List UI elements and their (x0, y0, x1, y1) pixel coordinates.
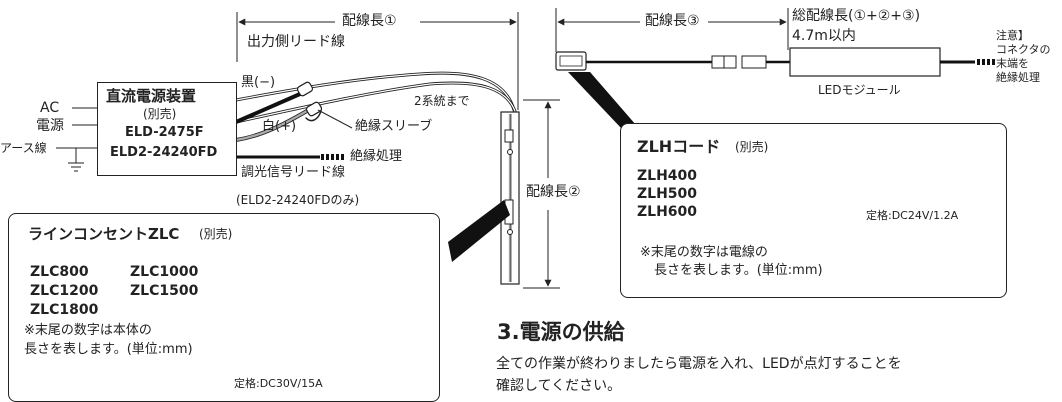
black-wire-label: 黒(−) (241, 75, 276, 90)
white-wire-label: 白(+) (262, 119, 297, 134)
caution-line-3: 絶縁処理 (996, 71, 1040, 84)
power-unit-model-1: ELD-2475F (125, 125, 204, 140)
dimension-line-2 (523, 99, 560, 289)
zlc-model-5: ZLC1800 (30, 302, 99, 318)
zlh-model-3: ZLH600 (637, 204, 698, 220)
zlc-rating: 定格:DC30V/15A (234, 377, 323, 390)
zlc-model-3: ZLC1200 (30, 283, 99, 299)
dimming-lead-label: 調光信号リード線 (241, 165, 346, 180)
line-outlet-panel (8, 213, 440, 402)
section-body-line-2: 確認してください。 (496, 378, 622, 394)
line-outlet-title-note: (別売) (199, 227, 233, 241)
zlh-title-note: (別売) (735, 140, 769, 154)
zlc-model-2: ZLC1000 (130, 264, 199, 280)
insulation-process-label: 絶縁処理 (350, 149, 403, 164)
callout-wedge-left (448, 200, 510, 262)
caution-title: 注意】 (996, 29, 1029, 42)
output-lead-label: 出力側リード線 (247, 34, 345, 50)
dimension-label-3: 配線長③ (645, 13, 700, 29)
zlh-title: ZLHコード (637, 137, 721, 156)
power-unit-box (97, 82, 237, 176)
zlh-panel (620, 123, 1007, 298)
insulation-sleeve-label: 絶縁スリーブ (355, 119, 433, 134)
zlc-note-2: 長さを表します。(単位:mm) (24, 342, 193, 357)
dimension-line-1 (236, 12, 519, 110)
power-label: 電源 (36, 118, 64, 134)
caution-line-2: 末端を (996, 57, 1029, 70)
section-body-line-1: 全ての作業が終わりましたら電源を入れ、LEDが点灯することを (496, 356, 902, 372)
power-unit-note: (別売) (143, 107, 177, 121)
ac-label: AC (40, 100, 60, 116)
power-unit-model-2: ELD2-24240FD (110, 145, 218, 160)
dimming-only-label: (ELD2-24240FDのみ) (236, 193, 360, 207)
earth-label: アース線 (0, 141, 47, 155)
caution-line-1: コネクタの (996, 43, 1051, 56)
zlc-model-1: ZLC800 (30, 264, 89, 280)
dimming-wire (236, 154, 344, 160)
line-outlet-title: ラインコンセントZLC (28, 225, 180, 243)
line-outlet-drawing (500, 111, 520, 285)
dimension-label-1: 配線長① (342, 13, 397, 29)
led-module-label: LEDモジュール (818, 83, 901, 97)
output-cables (234, 71, 518, 142)
dimension-label-2: 配線長② (526, 184, 581, 200)
zlh-note-1: ※末尾の数字は電線の (640, 245, 768, 260)
power-unit-title: 直流電源装置 (106, 87, 197, 105)
zlh-top-drawing (555, 47, 995, 77)
zlh-model-1: ZLH400 (637, 168, 698, 184)
zlc-note-1: ※末尾の数字は本体の (24, 323, 152, 338)
insulation-sleeves (296, 81, 353, 129)
total-length-label: 総配線長(①+②+③) (792, 8, 921, 24)
dimension-line-3 (555, 8, 789, 52)
zlh-rating: 定格:DC24V/1.2A (866, 209, 959, 222)
section-title: 3.電源の供給 (497, 320, 625, 344)
zlh-model-2: ZLH500 (637, 186, 698, 202)
zlc-model-4: ZLC1500 (130, 283, 199, 299)
zlh-note-2: 長さを表します。(単位:mm) (654, 263, 823, 278)
ac-input-lines (56, 107, 97, 172)
total-length-value: 4.7m以内 (792, 28, 856, 44)
two-circuits-label: 2系統まで (414, 94, 470, 108)
